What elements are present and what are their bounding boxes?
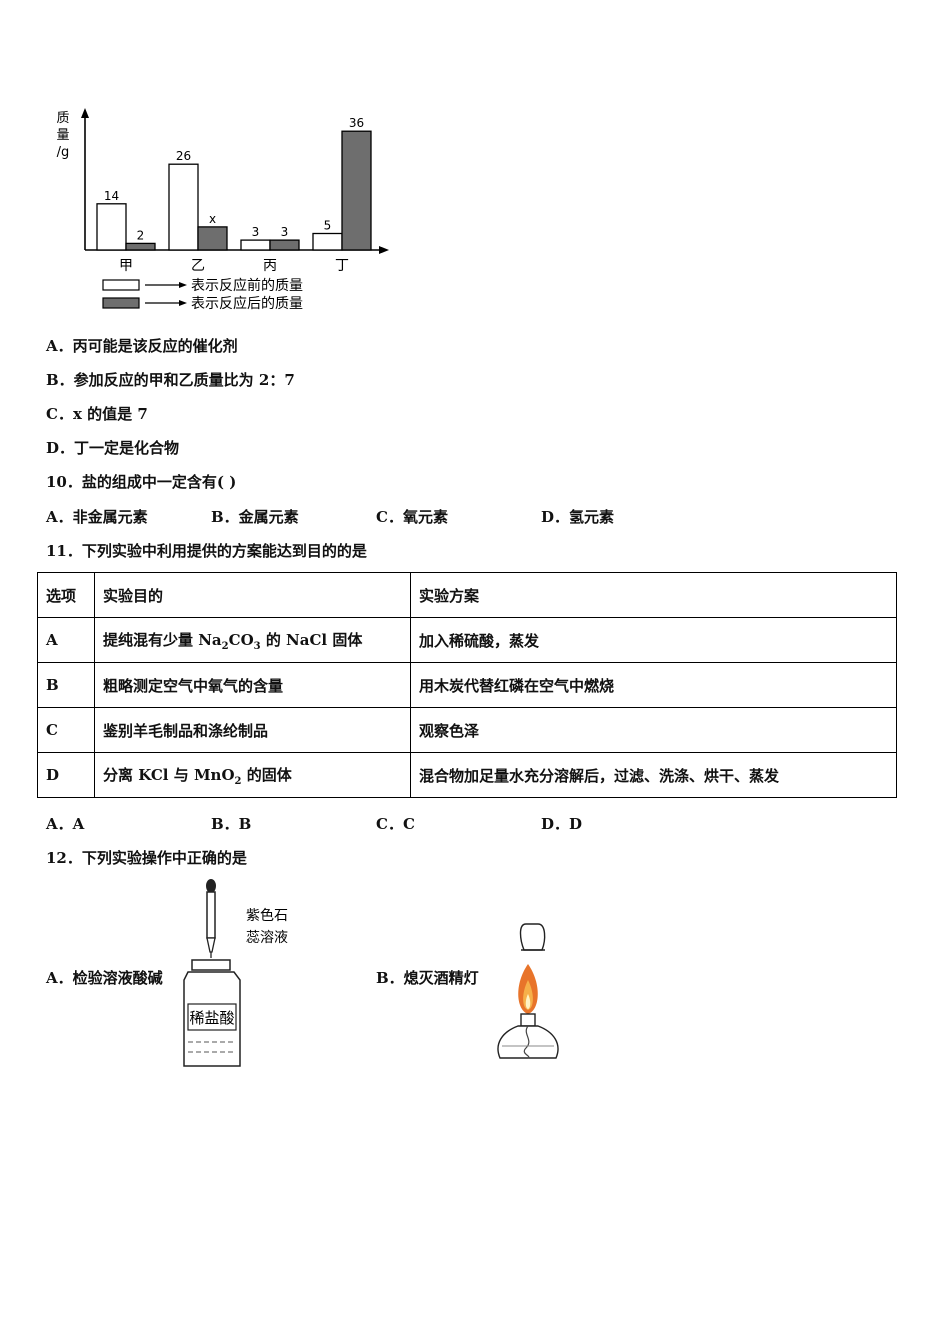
bar-after-2: [269, 239, 300, 251]
bar-value-label: 3: [281, 225, 289, 239]
bar-value-label: 14: [104, 189, 119, 203]
legend-after-label: 表示反应后的质量: [191, 295, 303, 312]
category-label: 乙: [191, 258, 205, 274]
q9-option-d: D．丁一定是化合物: [46, 439, 180, 457]
legend-after-arrowhead: [179, 300, 187, 306]
q12-question: 12．下列实验操作中正确的是: [46, 849, 247, 867]
bar-value-label: 3: [252, 225, 260, 239]
y-axis-label: 质量/g: [56, 111, 69, 160]
bar-after-0: [125, 242, 156, 251]
flame-core: [525, 994, 531, 1009]
dropper-label-line2: 蕊溶液: [246, 930, 288, 946]
bottle-label-box: [187, 1003, 237, 1031]
row-plan: 加入稀硫酸，蒸发: [410, 617, 897, 663]
bar-value-label: x: [209, 212, 216, 226]
bar-before-1: [168, 163, 199, 251]
header-goal: 实验目的: [94, 572, 411, 618]
bar-value-label: 5: [324, 219, 332, 233]
row-goal: 分离 KCl 与 MnO2 的固体: [94, 752, 411, 798]
q12-option-b: B．熄灭酒精灯: [376, 969, 479, 987]
bar-value-label: 26: [176, 149, 191, 163]
table-row: B 粗略测定空气中氧气的含量 用木炭代替红磷在空气中燃烧: [37, 662, 897, 708]
q12-option-a: A．检验溶液酸碱: [46, 969, 163, 987]
row-plan: 混合物加足量水充分溶解后，过滤、洗涤、烘干、蒸发: [410, 752, 897, 798]
legend-after-swatch: [102, 297, 140, 309]
q11-option-a: A．A: [46, 815, 85, 833]
bar-chart: 质量/g 14 2 甲 26 x 乙 3 3 丙 5 36 丁 表示反应前的质量 表示反应后的质量: [56, 108, 389, 312]
q11-option-c: C．C: [376, 815, 415, 833]
q10-option-a: A．非金属元素: [46, 508, 148, 526]
lamp-cap: [519, 923, 546, 951]
row-goal: 粗略测定空气中氧气的含量: [94, 662, 411, 708]
row-key: B: [37, 662, 95, 708]
legend-before-arrowhead: [179, 282, 187, 288]
table-row: D 分离 KCl 与 MnO2 的固体 混合物加足量水充分溶解后，过滤、洗涤、烘…: [37, 752, 897, 798]
q11-option-d: D．D: [541, 815, 583, 833]
table-row: C 鉴别羊毛制品和涤纶制品 观察色泽: [37, 707, 897, 753]
row-key: D: [37, 752, 95, 798]
row-key: C: [37, 707, 95, 753]
lamp-neck: [520, 1013, 536, 1027]
dropper-bottle-illustration: 紫色石 蕊溶液 稀盐酸: [183, 879, 288, 1067]
bottle-neck: [191, 959, 231, 971]
header-option: 选项: [37, 572, 95, 618]
dropper-body: [206, 891, 216, 939]
q10-question: 10．盐的组成中一定含有( ): [46, 473, 237, 491]
dropper-bulb: [206, 879, 216, 893]
bar-value-label: 36: [349, 116, 364, 130]
q11-option-b: B．B: [211, 815, 252, 833]
header-plan: 实验方案: [410, 572, 897, 618]
bar-before-0: [96, 203, 127, 251]
q9-option-b: B．参加反应的甲和乙质量比为 2：7: [46, 371, 295, 389]
row-key: A: [37, 617, 95, 663]
legend-before-label: 表示反应前的质量: [191, 277, 303, 294]
bottle-label: 稀盐酸: [189, 1009, 234, 1027]
legend-before-swatch: [102, 279, 140, 291]
lamp-body: [497, 1025, 559, 1059]
q9-option-c: C．x 的值是 7: [46, 405, 148, 423]
bar-value-label: 2: [137, 228, 145, 242]
y-axis-arrow: [81, 108, 89, 118]
q10-option-b: B．金属元素: [211, 508, 299, 526]
alcohol-lamp-illustration: [497, 923, 559, 1059]
x-axis-arrow: [379, 246, 389, 254]
row-goal: 鉴别羊毛制品和涤纶制品: [94, 707, 411, 753]
q10-option-d: D．氢元素: [541, 508, 615, 526]
row-goal: 提纯混有少量 Na2CO3 的 NaCl 固体: [94, 617, 411, 663]
bar-after-1: [197, 226, 228, 251]
q10-option-c: C．氧元素: [376, 508, 448, 526]
bar-after-3: [341, 130, 372, 251]
q11-question: 11．下列实验中利用提供的方案能达到目的的是: [46, 542, 367, 560]
row-plan: 观察色泽: [410, 707, 897, 753]
dropper-tip: [206, 937, 216, 953]
category-label: 甲: [119, 258, 133, 274]
row-plan: 用木炭代替红磷在空气中燃烧: [410, 662, 897, 708]
bar-before-3: [312, 232, 343, 251]
category-label: 丁: [335, 258, 349, 274]
category-label: 丙: [263, 258, 277, 274]
dropper-label-line1: 紫色石: [246, 907, 288, 924]
table-header-row: 选项 实验目的 实验方案: [37, 572, 897, 618]
bar-before-2: [240, 239, 271, 251]
q9-option-a: A．丙可能是该反应的催化剂: [46, 337, 238, 355]
q11-table: 选项 实验目的 实验方案 A 提纯混有少量 Na2CO3 的 NaCl 固体 加…: [37, 572, 897, 798]
lamp-wick: [523, 1025, 530, 1059]
table-row: A 提纯混有少量 Na2CO3 的 NaCl 固体 加入稀硫酸，蒸发: [37, 617, 897, 663]
